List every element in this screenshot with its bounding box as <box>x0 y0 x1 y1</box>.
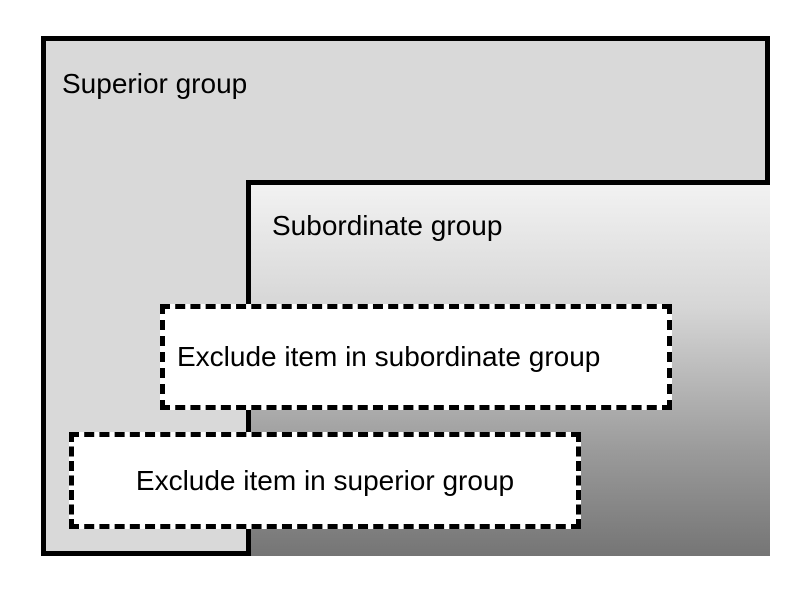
exclude-item-superior-box: Exclude item in superior group <box>69 432 581 529</box>
subordinate-group-label: Subordinate group <box>272 210 503 241</box>
superior-group-label: Superior group <box>62 68 248 99</box>
exclude-item-subordinate-box: Exclude item in subordinate group <box>160 304 672 410</box>
exclude-item-subordinate-label: Exclude item in subordinate group <box>177 341 601 372</box>
exclude-item-superior-label: Exclude item in superior group <box>135 464 515 496</box>
